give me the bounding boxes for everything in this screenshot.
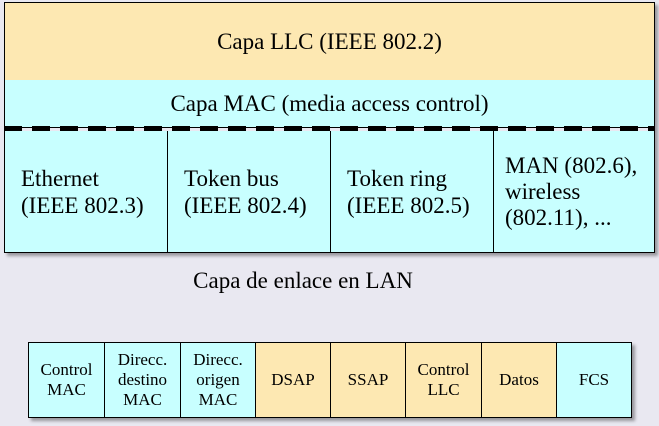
- frame-field-src-mac: Direcc. origen MAC: [180, 342, 255, 418]
- mac-layer-label: Capa MAC (media access control): [170, 90, 489, 116]
- protocol-stack-diagram: Capa LLC (IEEE 802.2) Capa MAC (media ac…: [4, 2, 655, 253]
- frame-field-dsap: DSAP: [255, 342, 330, 418]
- sublayer-label: Ethernet (IEEE 802.3): [21, 165, 144, 218]
- sublayer-label: MAN (802.6), wireless (802.11), ...: [505, 152, 638, 230]
- dashed-divider: [4, 126, 655, 131]
- sublayer-token-ring: Token ring (IEEE 802.5): [330, 131, 493, 253]
- sublayer-label: Token ring (IEEE 802.5): [347, 165, 470, 218]
- frame-field-control-llc: Control LLC: [405, 342, 481, 418]
- llc-layer-label: Capa LLC (IEEE 802.2): [217, 28, 442, 54]
- llc-layer-box: Capa LLC (IEEE 802.2): [4, 2, 655, 81]
- frame-field-data: Datos: [481, 342, 556, 418]
- sublayer-ethernet: Ethernet (IEEE 802.3): [4, 131, 167, 253]
- frame-format-diagram: Control MAC Direcc. destino MAC Direcc. …: [28, 342, 632, 418]
- frame-field-control-mac: Control MAC: [28, 342, 104, 418]
- frame-field-dest-mac: Direcc. destino MAC: [104, 342, 180, 418]
- sublayer-label: Token bus (IEEE 802.4): [184, 165, 307, 218]
- sublayer-man-wireless: MAN (802.6), wireless (802.11), ...: [493, 131, 655, 253]
- sublayer-token-bus: Token bus (IEEE 802.4): [167, 131, 330, 253]
- frame-field-fcs: FCS: [556, 342, 632, 418]
- mac-layer-box: Capa MAC (media access control): [4, 80, 655, 128]
- frame-field-ssap: SSAP: [330, 342, 405, 418]
- diagram-caption: Capa de enlace en LAN: [193, 268, 413, 293]
- mac-sublayers: Ethernet (IEEE 802.3) Token bus (IEEE 80…: [4, 131, 655, 253]
